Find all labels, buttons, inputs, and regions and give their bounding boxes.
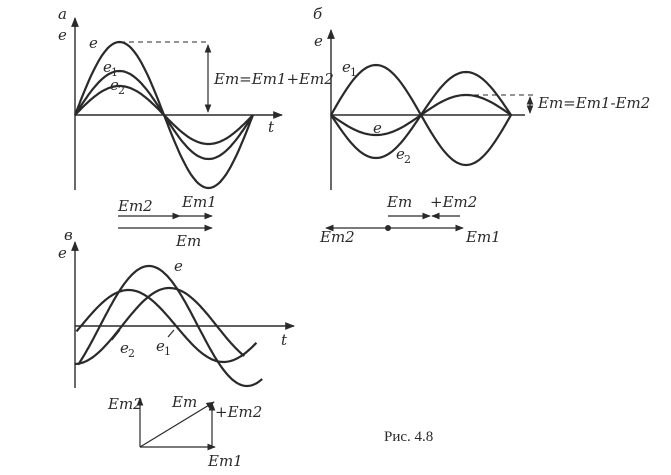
panel-a-curve-label-e: e xyxy=(89,34,98,52)
panel-v-vec-label-em: Em xyxy=(171,393,197,411)
svg-text:e: e xyxy=(103,58,112,76)
panel-v-vec-label-em2: Em2 xyxy=(107,395,143,413)
panel-a-curve-label-e2: e 2 xyxy=(110,76,125,97)
panel-b-vec-label-em2: Em2 xyxy=(319,228,355,246)
panel-b-e-label: e xyxy=(314,32,323,50)
panel-b-vec-label-em: Em xyxy=(386,193,412,211)
panel-a: а e t e e 1 e 2 Em=Em1+Em2 Em2 Em1 Em xyxy=(58,5,334,250)
svg-text:e: e xyxy=(396,145,405,163)
svg-text:e: e xyxy=(174,257,183,275)
panel-a-t-label: t xyxy=(268,118,275,136)
panel-b-curve-label-e1: e 1 xyxy=(342,58,357,79)
svg-text:2: 2 xyxy=(118,84,125,97)
svg-text:e: e xyxy=(110,76,119,94)
panel-a-vec-label-em2: Em2 xyxy=(117,197,153,215)
panel-a-vec-label-em: Em xyxy=(175,232,201,250)
panel-b-curve-label-e2: e 2 xyxy=(396,145,411,166)
panel-v-vec-em xyxy=(139,401,215,448)
panel-v-vec-label-em1: Em1 xyxy=(207,452,243,470)
panel-a-tag: а xyxy=(58,5,67,23)
panel-v-leader-e2 xyxy=(111,329,121,341)
panel-v-vec-label-plus-em2: +Em2 xyxy=(215,403,262,421)
panel-v-tag: в xyxy=(64,226,73,244)
svg-text:e: e xyxy=(89,34,98,52)
figure-caption: Рис. 4.8 xyxy=(384,429,434,445)
svg-text:2: 2 xyxy=(404,153,411,166)
panel-v-wave-e xyxy=(77,264,263,388)
panel-a-curve-label-e1: e 1 xyxy=(103,58,118,79)
svg-text:e: e xyxy=(342,58,351,76)
panel-b-wave-e xyxy=(330,93,512,137)
panel-a-formula: Em=Em1+Em2 xyxy=(213,70,334,88)
svg-text:1: 1 xyxy=(111,66,118,79)
panel-b-origin-dot xyxy=(385,225,391,231)
panel-v-leader-e1 xyxy=(167,329,175,338)
svg-text:1: 1 xyxy=(164,345,171,358)
panel-v-wave-e2 xyxy=(74,286,246,366)
panel-v: в e t e e 2 e 1 Em2 Em +Em2 Em1 xyxy=(58,226,295,470)
panel-a-vec-label-em1: Em1 xyxy=(181,193,217,211)
panel-v-curve-label-e1: e 1 xyxy=(156,337,171,358)
panel-a-wave-e2 xyxy=(74,84,254,146)
panel-v-t-label: t xyxy=(281,331,288,349)
panel-b-vec-label-em1: Em1 xyxy=(465,228,501,246)
svg-text:e: e xyxy=(373,119,382,137)
svg-text:2: 2 xyxy=(128,347,135,360)
panel-a-e-label: e xyxy=(58,26,67,44)
panel-b-tag: б xyxy=(313,5,323,23)
panel-b-vec-label-plus-em2: +Em2 xyxy=(430,193,477,211)
svg-text:e: e xyxy=(120,339,129,357)
panel-b: б e e 1 e e 2 Em=Em1-Em2 Em +Em2 Em2 Em1 xyxy=(313,5,650,246)
svg-text:e: e xyxy=(156,337,165,355)
panel-v-e-label: e xyxy=(58,244,67,262)
panel-v-wave-e1 xyxy=(75,288,258,364)
panel-b-formula: Em=Em1-Em2 xyxy=(537,94,650,112)
panel-b-curve-label-e: e xyxy=(373,119,382,137)
panel-v-curve-label-e2: e 2 xyxy=(120,339,135,360)
svg-text:1: 1 xyxy=(350,66,357,79)
panel-v-curve-label-e: e xyxy=(174,257,183,275)
